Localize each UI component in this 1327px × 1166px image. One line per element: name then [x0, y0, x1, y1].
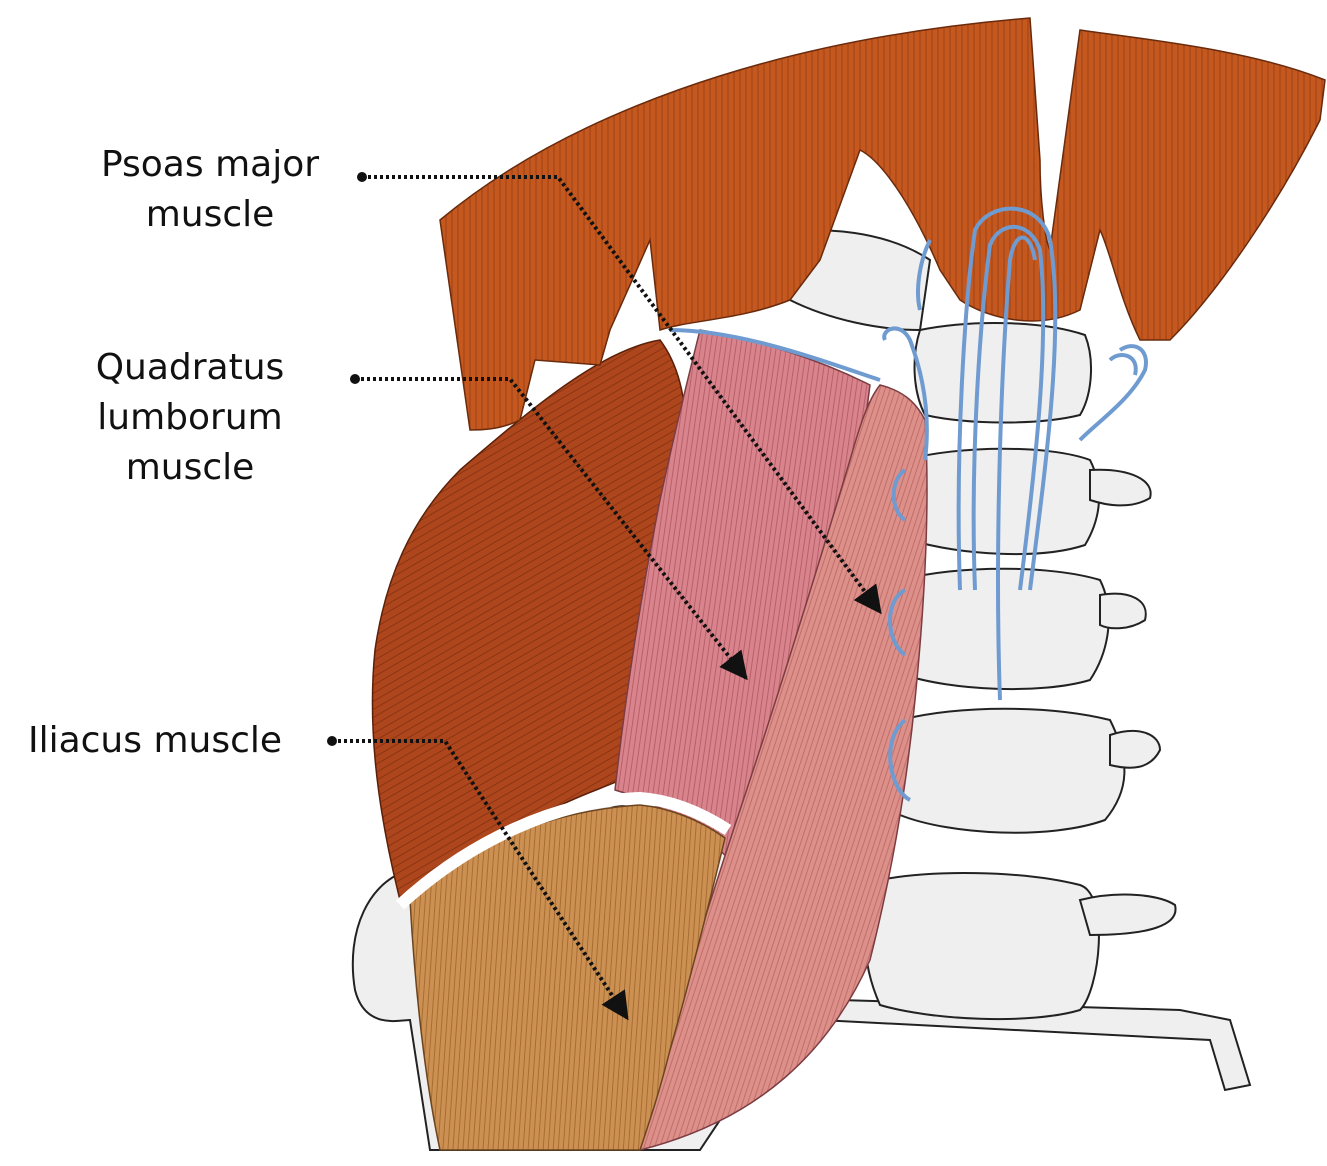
iliacus-label: Iliacus muscle	[0, 716, 310, 766]
diaphragm-muscle	[440, 18, 1325, 430]
quadratus-label-line1: Quadratus	[70, 343, 310, 393]
psoas-major-label: Psoas major muscle	[70, 140, 350, 240]
psoas-major-label-line2: muscle	[70, 190, 350, 240]
quadratus-label-line2: lumborum	[70, 393, 310, 443]
quadratus-lumborum-label: Quadratus lumborum muscle	[70, 343, 310, 493]
iliacus-label-line1: Iliacus muscle	[0, 716, 310, 766]
psoas-major-label-line1: Psoas major	[70, 140, 350, 190]
quadratus-label-line3: muscle	[70, 443, 310, 493]
